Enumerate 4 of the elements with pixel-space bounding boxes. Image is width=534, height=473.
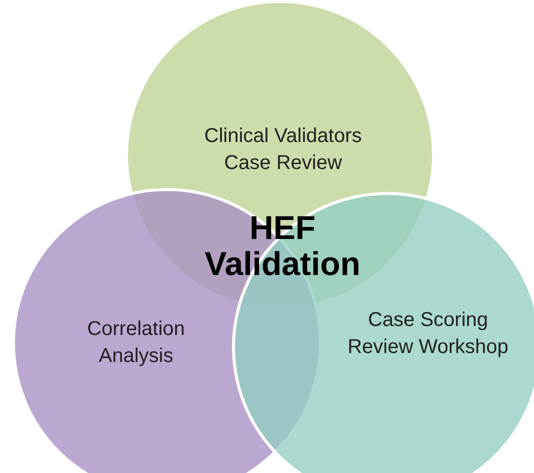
- circle-label: Correlation Analysis: [86, 317, 186, 369]
- center-heading: HEF Validation: [204, 210, 362, 282]
- circle-label: Clinical Validators Case Review: [203, 124, 363, 176]
- circle-label: Case Scoring Review Workshop: [346, 308, 510, 360]
